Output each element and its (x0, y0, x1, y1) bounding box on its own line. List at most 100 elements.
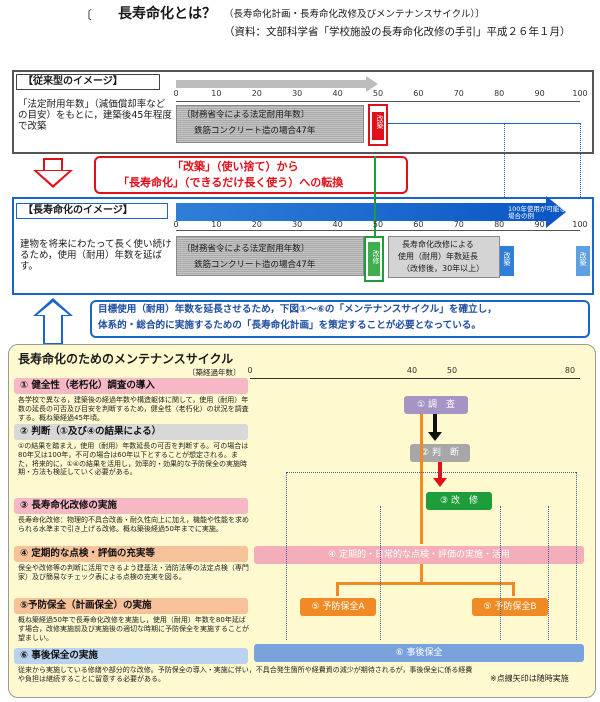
old-axis-tick: 60 (413, 89, 424, 98)
old-lifespan-bar (176, 105, 364, 143)
new-axis-tick: 70 (453, 220, 464, 229)
judge-to-repair-arrow (438, 462, 442, 480)
cycle-axis-tick: 50 (446, 366, 458, 375)
dotted-mid-line-3 (548, 506, 549, 640)
new-axis-tick: 20 (251, 220, 262, 229)
old-axis-tick: 30 (292, 89, 303, 98)
cycle-item-heading: ⑥ 事後保全の実施 (14, 648, 248, 664)
old-extension-drop-2 (504, 123, 505, 257)
new-axis-tick: 40 (332, 220, 343, 229)
new-kaishu-box: 改修 (364, 236, 384, 282)
cycle-item-body: 各学校で異なる，建築後の経過年数や構造躯体に関して，使用（耐用）年数の延長の可否… (18, 396, 249, 422)
page-title: 長寿命化とは？ (118, 6, 216, 22)
title-bracket-open: 〔 (80, 8, 93, 22)
flow-inspect: ④ 定期的・日常的な点検・評価の実施・活用 (254, 546, 584, 564)
flow-after: ⑥ 事後保全 (254, 644, 584, 662)
new-axis-tick: 90 (534, 220, 545, 229)
new-axis-tick: 100 (572, 220, 588, 229)
old-axis-tick: 20 (251, 89, 262, 98)
cycle-axis-line (250, 378, 580, 379)
old-model-heading: 【従来型のイメージ】 (23, 76, 123, 87)
transition-box (94, 156, 408, 194)
cycle-item-heading: ⑤予防保全（計画保全）の実施 (14, 598, 248, 614)
cycle-item-heading: ① 健全性（老朽化）調査の導入 (14, 378, 248, 394)
up-arrow-head-inner (37, 302, 69, 315)
orange-horizontal-line (336, 582, 514, 585)
new-kaichiku-80-label: 改築 (503, 252, 511, 266)
new-kaichiku-80: 改築 (500, 246, 514, 276)
old-axis-tick: 80 (494, 89, 505, 98)
extension-line3: （改修後，30年以上） (402, 264, 485, 273)
old-bar-line1: 〔財務省令による法定耐用年数〕 (182, 110, 310, 120)
old-kaichiku-label: 改築 (376, 115, 384, 129)
old-timeline-arrow (176, 80, 366, 88)
cycle-item-body: 長寿命化改修：物理的不具合改善・耐久性向上に加え，機能や性能を求められる水準まで… (18, 516, 249, 533)
page-subtitle: （長寿命化計画・長寿命化改修及びメンテナンスサイクル）〕 (224, 9, 485, 20)
dotted-right-line (576, 472, 577, 640)
new-target-note: 100年使用が可能な場合の例 (508, 205, 566, 221)
old-extension-drop (580, 123, 581, 257)
dotted-top-line (286, 472, 576, 473)
new-kaishu-fill (368, 242, 380, 276)
old-axis-line (176, 101, 580, 102)
flow-survey: ① 調 査 (404, 396, 468, 414)
new-lifespan-bar (176, 236, 364, 276)
down-arrow-shaft (43, 158, 63, 172)
new-axis-line (176, 230, 580, 231)
new-axis-tick: 30 (292, 220, 303, 229)
new-timeline-arrowhead (546, 196, 566, 228)
cycle-axis-tick: 80 (564, 366, 576, 375)
new-timeline-arrow (176, 203, 548, 221)
cycle-panel (8, 344, 596, 698)
old-kaichiku-box: 改築 (368, 104, 388, 146)
new-axis-tick: 80 (494, 220, 505, 229)
new-bar-line2: 鉄筋コンクリート造の場合47年 (194, 260, 316, 270)
old-axis-tick: 40 (332, 89, 343, 98)
dotted-left-line (286, 472, 287, 640)
new-model-desc: 建物を将来にわたって長く使い続けるため，使用（耐用）年数を延ばす。 (20, 239, 172, 272)
orange-vertical-line (420, 414, 423, 544)
flow-judge: ② 判 断 (410, 444, 470, 462)
new-axis-tick: 0 (173, 220, 179, 229)
new-kaishu-label: 改修 (372, 250, 380, 264)
cycle-item-body: 保全や改修等の判断に活用できるよう建基法・消防法等の法定点検（専門家）及び簡易な… (18, 564, 249, 581)
new-bar-line1: 〔財務省令による法定耐用年数〕 (182, 244, 310, 254)
old-model-desc: 「法定耐用年数」（減価償却率などの目安）をもとに，建築後45年程度で改築 (18, 99, 172, 132)
cycle-axis-tick: 0 (247, 366, 253, 375)
old-timeline-arrowhead (366, 76, 378, 92)
old-kaichiku-fill (372, 112, 384, 140)
new-axis-tick: 60 (413, 220, 424, 229)
source-note: （資料：文部科学省「学校施設の長寿命化改修の手引」平成２６年１月） (224, 26, 571, 38)
flow-prevent-a: ⑤ 予防保全A (300, 598, 376, 616)
extension-bar (388, 236, 500, 278)
cycle-axis-label: 〔築経過年数〕 (188, 368, 241, 377)
flow-prevent-b: ⑤ 予防保全B (472, 598, 548, 616)
old-axis-tick: 0 (173, 89, 179, 98)
cycle-item-heading: ③ 長寿命化改修の実施 (14, 498, 248, 514)
goal-box (90, 300, 590, 338)
kaishu-guide-line (374, 156, 376, 236)
transition-line2: 「長寿命化」（できるだけ長く使う）への転換 (118, 176, 344, 189)
old-axis-tick: 10 (211, 89, 222, 98)
goal-line1: 目標使用（耐用）年数を延長させるため，下図①～⑥の「メンテナンスサイクル」を確立… (98, 304, 497, 315)
cycle-item-heading: ② 判断（①及び④の結果による） (14, 424, 248, 440)
orange-join (420, 564, 423, 584)
cycle-note: ※点線矢印は随時実施 (490, 674, 569, 683)
old-model-heading-box: 【従来型のイメージ】 (16, 74, 160, 90)
judge-to-repair-head (433, 478, 447, 487)
orange-drop-a (336, 582, 339, 596)
old-axis-tick: 50 (372, 89, 384, 98)
new-model-heading-box: 【長寿命化のイメージ】 (16, 203, 168, 219)
survey-to-judge-head (428, 432, 442, 441)
transition-line1: 「改築」（使い捨て）から (172, 160, 299, 173)
cycle-item-body: ①の結果を踏まえ，使用（耐用）年数延長の可否を判断する。可の場合は80年又は10… (18, 442, 249, 477)
up-arrow-shaft (43, 315, 63, 345)
extension-line2: 使用（耐用）年数延長 (398, 252, 478, 261)
new-kaichiku-100-label: 改築 (579, 252, 587, 266)
orange-drop-b (512, 582, 515, 596)
new-axis-tick: 10 (211, 220, 222, 229)
dotted-mid-line-2 (500, 506, 501, 640)
